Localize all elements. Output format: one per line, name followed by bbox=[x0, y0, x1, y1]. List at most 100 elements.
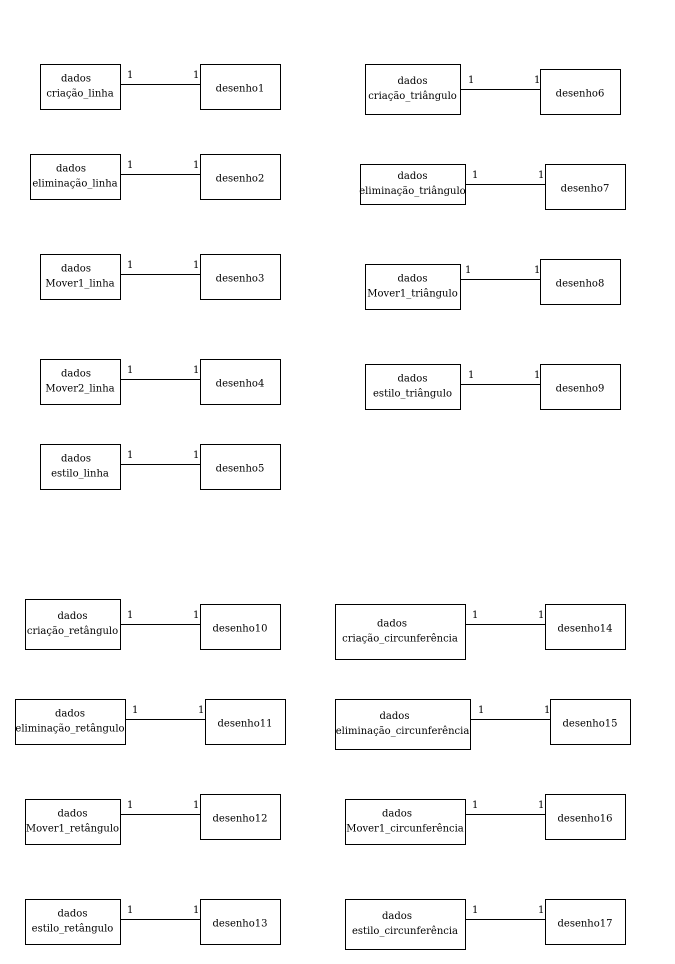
desenho-label-15: desenho15 bbox=[563, 719, 618, 730]
multiplicity-left-9: 1 bbox=[468, 370, 474, 381]
multiplicity-left-12: 1 bbox=[127, 800, 133, 811]
operation-label-5: estilo_linha bbox=[51, 469, 109, 480]
operation-label-16: Mover1_circunferência bbox=[346, 824, 464, 835]
multiplicity-left-14: 1 bbox=[472, 610, 478, 621]
multiplicity-right-7: 1 bbox=[538, 170, 544, 181]
operation-label-4: Mover2_linha bbox=[45, 384, 114, 395]
operation-label-1: criação_linha bbox=[46, 89, 113, 100]
dados-label-12: dados bbox=[58, 809, 88, 820]
dados-label-9: dados bbox=[398, 374, 428, 385]
desenho-class-box-14 bbox=[545, 604, 626, 650]
desenho-class-box-12 bbox=[200, 794, 281, 840]
dados-label-5: dados bbox=[61, 454, 91, 465]
dados-class-box-2 bbox=[30, 154, 121, 200]
desenho-label-11: desenho11 bbox=[218, 719, 273, 730]
multiplicity-right-16: 1 bbox=[538, 800, 544, 811]
dados-class-box-8 bbox=[365, 264, 461, 310]
desenho-class-box-11 bbox=[205, 699, 286, 745]
desenho-class-box-2 bbox=[200, 154, 281, 200]
dados-class-box-10 bbox=[25, 599, 121, 650]
operation-label-17: estilo_circunferência bbox=[352, 926, 458, 937]
multiplicity-right-9: 1 bbox=[534, 370, 540, 381]
desenho-label-5: desenho5 bbox=[216, 464, 265, 475]
dados-label-2: dados bbox=[56, 164, 86, 175]
multiplicity-right-2: 1 bbox=[193, 160, 199, 171]
multiplicity-left-8: 1 bbox=[465, 265, 471, 276]
operation-label-12: Mover1_retângulo bbox=[26, 824, 119, 835]
multiplicity-left-13: 1 bbox=[127, 905, 133, 916]
desenho-label-6: desenho6 bbox=[556, 89, 605, 100]
operation-label-3: Mover1_linha bbox=[45, 279, 114, 290]
desenho-label-8: desenho8 bbox=[556, 279, 605, 290]
operation-label-8: Mover1_triângulo bbox=[367, 289, 457, 300]
operation-label-15: eliminação_circunferência bbox=[336, 726, 470, 737]
desenho-label-13: desenho13 bbox=[213, 919, 268, 930]
dados-label-11: dados bbox=[55, 709, 85, 720]
multiplicity-left-15: 1 bbox=[478, 705, 484, 716]
multiplicity-right-12: 1 bbox=[193, 800, 199, 811]
multiplicity-right-4: 1 bbox=[193, 365, 199, 376]
dados-class-box-16 bbox=[345, 799, 466, 845]
desenho-class-box-16 bbox=[545, 794, 626, 840]
dados-label-1: dados bbox=[61, 74, 91, 85]
multiplicity-right-15: 1 bbox=[544, 705, 550, 716]
multiplicity-right-10: 1 bbox=[193, 610, 199, 621]
dados-label-6: dados bbox=[398, 76, 428, 87]
dados-class-box-7 bbox=[360, 164, 466, 205]
desenho-class-box-1 bbox=[200, 64, 281, 110]
dados-label-4: dados bbox=[61, 369, 91, 380]
dados-class-box-6 bbox=[365, 64, 461, 115]
multiplicity-left-6: 1 bbox=[468, 75, 474, 86]
operation-label-2: eliminação_linha bbox=[32, 179, 117, 190]
dados-class-box-9 bbox=[365, 364, 461, 410]
dados-class-box-1 bbox=[40, 64, 121, 110]
operation-label-6: criação_triângulo bbox=[368, 91, 457, 102]
multiplicity-right-1: 1 bbox=[193, 70, 199, 81]
dados-label-10: dados bbox=[58, 611, 88, 622]
dados-class-box-13 bbox=[25, 899, 121, 945]
multiplicity-left-11: 1 bbox=[132, 705, 138, 716]
dados-label-16: dados bbox=[382, 809, 412, 820]
desenho-label-17: desenho17 bbox=[558, 919, 613, 930]
desenho-label-4: desenho4 bbox=[216, 379, 265, 390]
dados-class-box-11 bbox=[15, 699, 126, 745]
desenho-label-10: desenho10 bbox=[213, 624, 268, 635]
desenho-class-box-17 bbox=[545, 899, 626, 945]
desenho-class-box-8 bbox=[540, 259, 621, 305]
desenho-label-7: desenho7 bbox=[561, 184, 610, 195]
desenho-class-box-4 bbox=[200, 359, 281, 405]
multiplicity-right-5: 1 bbox=[193, 450, 199, 461]
desenho-class-box-10 bbox=[200, 604, 281, 650]
desenho-class-box-6 bbox=[540, 69, 621, 115]
operation-label-14: criação_circunferência bbox=[342, 634, 458, 645]
desenho-class-box-5 bbox=[200, 444, 281, 490]
operation-label-7: eliminação_triângulo bbox=[359, 186, 465, 197]
desenho-label-12: desenho12 bbox=[213, 814, 268, 825]
multiplicity-left-3: 1 bbox=[127, 260, 133, 271]
desenho-label-9: desenho9 bbox=[556, 384, 605, 395]
operation-label-9: estilo_triângulo bbox=[373, 389, 452, 400]
desenho-label-1: desenho1 bbox=[216, 84, 265, 95]
dados-class-box-17 bbox=[345, 899, 466, 950]
dados-label-17: dados bbox=[382, 911, 412, 922]
desenho-label-2: desenho2 bbox=[216, 174, 265, 185]
desenho-class-box-13 bbox=[200, 899, 281, 945]
dados-class-box-15 bbox=[335, 699, 471, 750]
multiplicity-left-7: 1 bbox=[472, 170, 478, 181]
desenho-class-box-15 bbox=[550, 699, 631, 745]
desenho-label-16: desenho16 bbox=[558, 814, 613, 825]
dados-class-box-4 bbox=[40, 359, 121, 405]
dados-label-7: dados bbox=[398, 171, 428, 182]
desenho-class-box-7 bbox=[545, 164, 626, 210]
dados-label-15: dados bbox=[380, 711, 410, 722]
multiplicity-left-10: 1 bbox=[127, 610, 133, 621]
operation-label-11: eliminação_retângulo bbox=[15, 724, 124, 735]
dados-class-box-14 bbox=[335, 604, 466, 660]
multiplicity-left-17: 1 bbox=[472, 905, 478, 916]
operation-label-10: criação_retângulo bbox=[27, 626, 118, 637]
desenho-class-box-9 bbox=[540, 364, 621, 410]
dados-label-8: dados bbox=[398, 274, 428, 285]
multiplicity-left-4: 1 bbox=[127, 365, 133, 376]
multiplicity-left-2: 1 bbox=[127, 160, 133, 171]
